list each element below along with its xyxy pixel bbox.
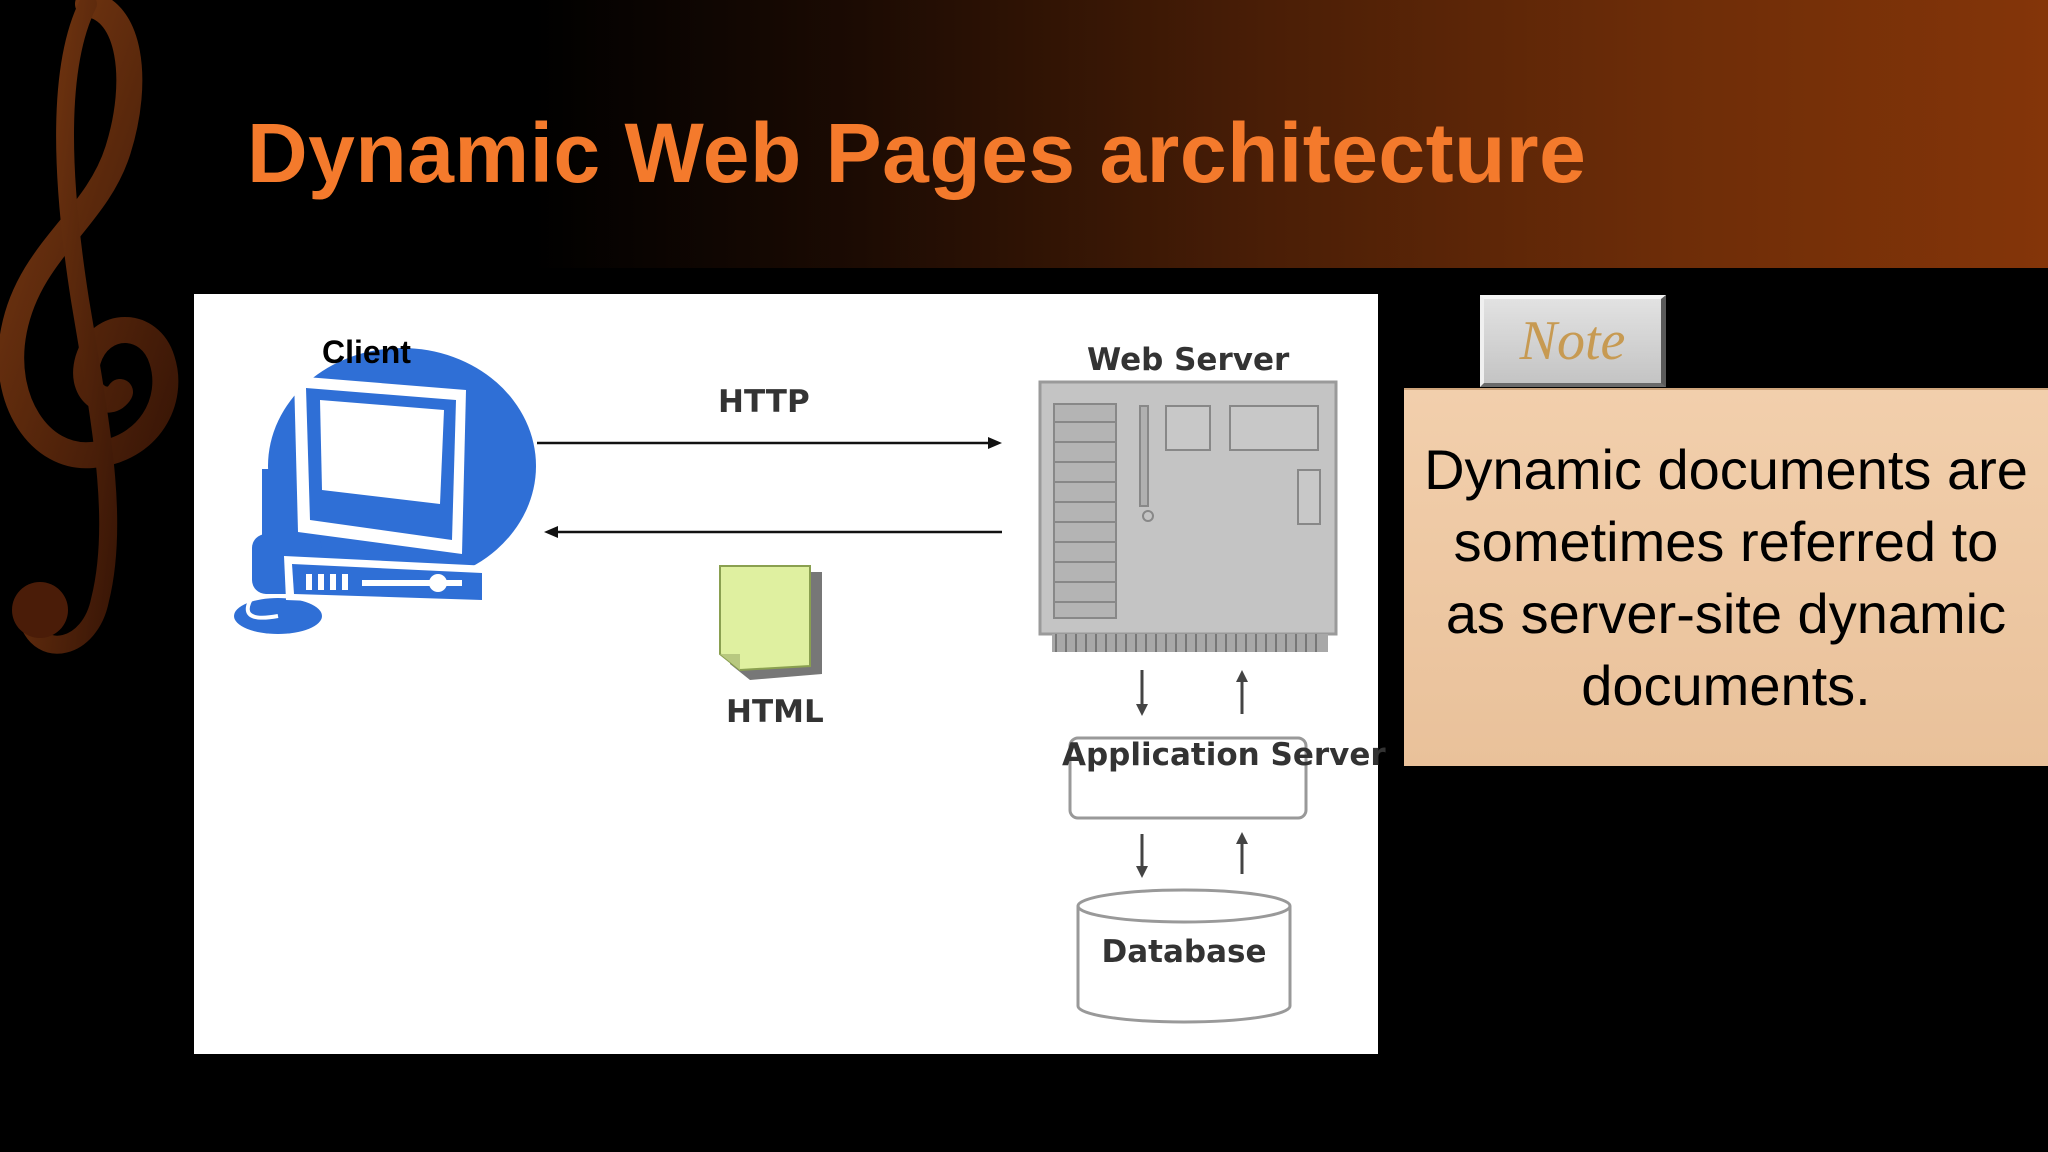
application-server-label: Application Server bbox=[1062, 737, 1386, 773]
html-document-icon bbox=[719, 565, 822, 680]
note-box: Dynamic documents are sometimes referred… bbox=[1404, 388, 2048, 766]
architecture-diagram: Client HTTP HTML Web Server Application … bbox=[194, 294, 1386, 1054]
server-to-app-arrows bbox=[1136, 670, 1248, 716]
client-computer-icon bbox=[234, 348, 536, 634]
html-label: HTML bbox=[726, 694, 824, 730]
web-server-icon bbox=[1038, 380, 1338, 652]
database-label: Database bbox=[1101, 934, 1267, 970]
app-to-database-arrows bbox=[1136, 832, 1248, 878]
header-band bbox=[0, 0, 2048, 268]
treble-clef-decoration bbox=[0, 0, 179, 654]
web-server-label: Web Server bbox=[1087, 342, 1290, 378]
diagram-graphics bbox=[234, 348, 1338, 1024]
note-tab: Note bbox=[1480, 295, 1666, 387]
slide-title: Dynamic Web Pages architecture bbox=[247, 106, 1587, 200]
http-response-arrow bbox=[544, 526, 1002, 538]
note-tab-label: Note bbox=[1519, 310, 1626, 372]
http-request-arrow bbox=[537, 437, 1002, 449]
note-text: Dynamic documents are sometimes referred… bbox=[1424, 438, 2028, 717]
database-icon bbox=[1076, 888, 1292, 1024]
application-server-box bbox=[1068, 736, 1308, 820]
http-label: HTTP bbox=[718, 384, 810, 420]
client-label: Client bbox=[322, 334, 411, 370]
